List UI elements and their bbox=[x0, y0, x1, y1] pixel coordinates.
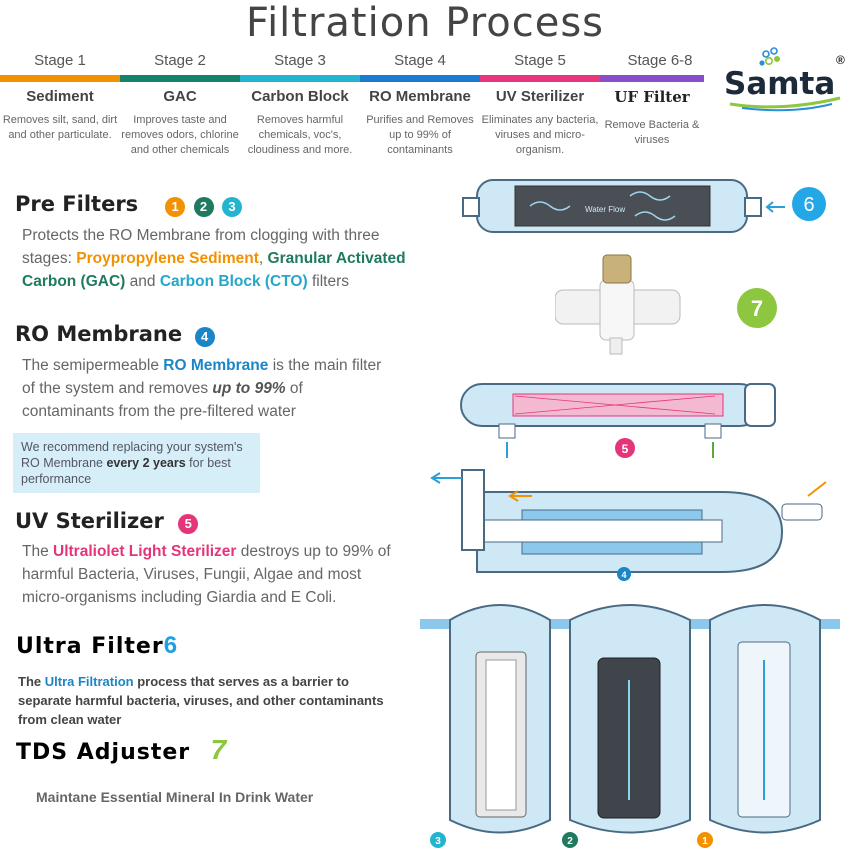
stage-name: RO Membrane bbox=[369, 88, 471, 105]
stage-color-bar bbox=[600, 75, 704, 82]
stage-3-badge: 3 bbox=[222, 196, 242, 217]
stage-color-bar bbox=[480, 75, 600, 82]
tds-valve-diagram: 7 bbox=[555, 254, 777, 355]
uf-text: The Ultra Filtration process that serves… bbox=[18, 674, 384, 727]
samta-logo: Samta ® bbox=[724, 47, 845, 112]
stage-label: Stage 3 bbox=[274, 52, 326, 69]
uv-title: UV Sterilizer bbox=[15, 509, 164, 533]
stage-name: UV Sterilizer bbox=[495, 88, 585, 105]
housing-3-badge: 3 bbox=[435, 836, 441, 847]
stage-description: Eliminates any bacteria, viruses and mic… bbox=[481, 114, 599, 156]
uv-sterilizer-diagram: 5 bbox=[460, 383, 776, 458]
logo-text: Samta bbox=[724, 66, 835, 102]
stage-label: Stage 4 bbox=[394, 52, 446, 69]
tds-text: Maintane Essential Mineral In Drink Wate… bbox=[36, 789, 314, 805]
stage-description: Removes harmful chemicals, voc's, cloudi… bbox=[247, 114, 353, 156]
stage-color-bar bbox=[240, 75, 360, 82]
stage-label: Stage 6-8 bbox=[627, 52, 693, 69]
ro-title: RO Membrane bbox=[15, 322, 183, 346]
stage-1-badge: 1 bbox=[165, 196, 186, 217]
tds-title: TDS Adjuster bbox=[16, 740, 191, 765]
stage-5-badge: 5 bbox=[178, 513, 199, 534]
uf-cartridge-diagram: Water Flow 6 bbox=[462, 179, 826, 233]
ro-num-badge: 4 bbox=[621, 570, 626, 580]
prefilters-title: Pre Filters bbox=[15, 192, 139, 216]
housing-2-badge: 2 bbox=[567, 836, 573, 847]
uv-num-badge: 5 bbox=[622, 442, 629, 456]
stage-6-mark: 6 bbox=[163, 632, 178, 659]
ro-text: The semipermeable RO Membrane is the mai… bbox=[22, 357, 382, 420]
stage-description: Improves taste and removes odors, chlori… bbox=[121, 114, 239, 156]
stage-label: Stage 1 bbox=[34, 52, 86, 69]
housing-1 bbox=[709, 604, 821, 834]
stage-label: Stage 5 bbox=[514, 52, 566, 69]
housing-1-badge: 1 bbox=[702, 836, 708, 847]
stage-description: Purifies and Removes up to 99% of contam… bbox=[366, 114, 474, 156]
stage-4-badge: 4 bbox=[194, 326, 215, 347]
stage-color-bar bbox=[120, 75, 240, 82]
housing-2 bbox=[569, 604, 691, 834]
svg-text:®: ® bbox=[836, 53, 845, 67]
prefilters-heading: Pre Filters 1 2 3 bbox=[15, 192, 242, 217]
uv-heading: UV Sterilizer 5 bbox=[15, 509, 199, 534]
stage-7-mark: 7 bbox=[210, 734, 227, 765]
stage-name: Carbon Block bbox=[251, 88, 349, 105]
uf-title: Ultra Filter bbox=[16, 634, 164, 659]
stage-name: Sediment bbox=[26, 88, 94, 105]
page-title: Filtration Process bbox=[245, 0, 605, 46]
uf-heading: Ultra Filter6 bbox=[16, 632, 177, 660]
stage-name: GAC bbox=[163, 88, 197, 105]
uf-num-badge: 6 bbox=[803, 194, 814, 216]
tds-heading: TDS Adjuster 7 bbox=[16, 734, 226, 766]
stage-2-badge: 2 bbox=[193, 196, 214, 217]
stage-description: Remove Bacteria & viruses bbox=[604, 119, 700, 146]
stage-label: Stage 2 bbox=[154, 52, 206, 69]
ro-heading: RO Membrane 4 bbox=[15, 322, 215, 347]
water-flow-label: Water Flow bbox=[585, 205, 625, 214]
stage-color-bar bbox=[360, 75, 480, 82]
housing-3 bbox=[449, 604, 551, 834]
tds-num-badge: 7 bbox=[751, 296, 763, 321]
ro-recommendation-note: We recommend replacing your system's RO … bbox=[13, 433, 260, 493]
stage-name: UF Filter bbox=[614, 88, 690, 106]
stage-color-bar bbox=[0, 75, 120, 82]
uv-text: The Ultraliolet Light Sterilizer destroy… bbox=[22, 543, 391, 606]
prefilter-housings-diagram: 3 2 1 bbox=[420, 604, 840, 848]
prefilters-text: Protects the RO Membrane from clogging w… bbox=[22, 227, 406, 290]
stage-description: Removes silt, sand, dirt and other parti… bbox=[2, 114, 118, 141]
ro-membrane-diagram: 4 bbox=[430, 469, 827, 581]
